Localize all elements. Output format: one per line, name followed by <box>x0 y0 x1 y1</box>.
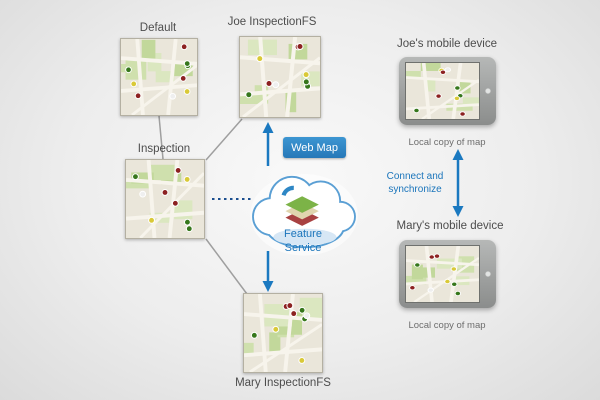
inspection-map-thumbnail <box>125 159 205 239</box>
mary-fs-map-thumbnail <box>243 293 323 373</box>
layers-icon <box>281 185 319 226</box>
feature-service-cloud <box>243 161 365 263</box>
connect-synchronize-label: Connect and synchronize <box>386 171 444 195</box>
inspection-map-label: Inspection <box>137 143 191 155</box>
mary-tablet <box>399 240 496 308</box>
joe-tablet <box>399 57 496 125</box>
mary-local-copy-caption: Local copy of map <box>408 320 486 331</box>
joe-device-title: Joe's mobile device <box>397 38 497 50</box>
joe-fs-label: Joe InspectionFS <box>227 16 317 28</box>
mary-fs-label: Mary InspectionFS <box>235 377 331 389</box>
arrow-down-icon <box>262 251 274 292</box>
arrow-up-icon <box>262 122 274 166</box>
joe-local-copy-caption: Local copy of map <box>408 137 486 148</box>
feature-service-label: Feature Service <box>284 228 322 254</box>
web-map-badge: Web Map <box>283 137 346 158</box>
joe-fs-map-thumbnail <box>239 36 321 118</box>
mary-tablet-screen <box>405 245 480 303</box>
cloud-icon <box>250 173 358 256</box>
camera-dot-icon <box>485 88 491 94</box>
default-map-thumbnail <box>120 38 198 116</box>
version-connectors <box>158 115 248 295</box>
joe-tablet-screen <box>405 62 480 120</box>
camera-dot-icon <box>485 271 491 277</box>
sync-double-arrow-icon <box>452 149 464 217</box>
default-map-label: Default <box>139 22 177 34</box>
mary-device-title: Mary's mobile device <box>396 220 504 232</box>
